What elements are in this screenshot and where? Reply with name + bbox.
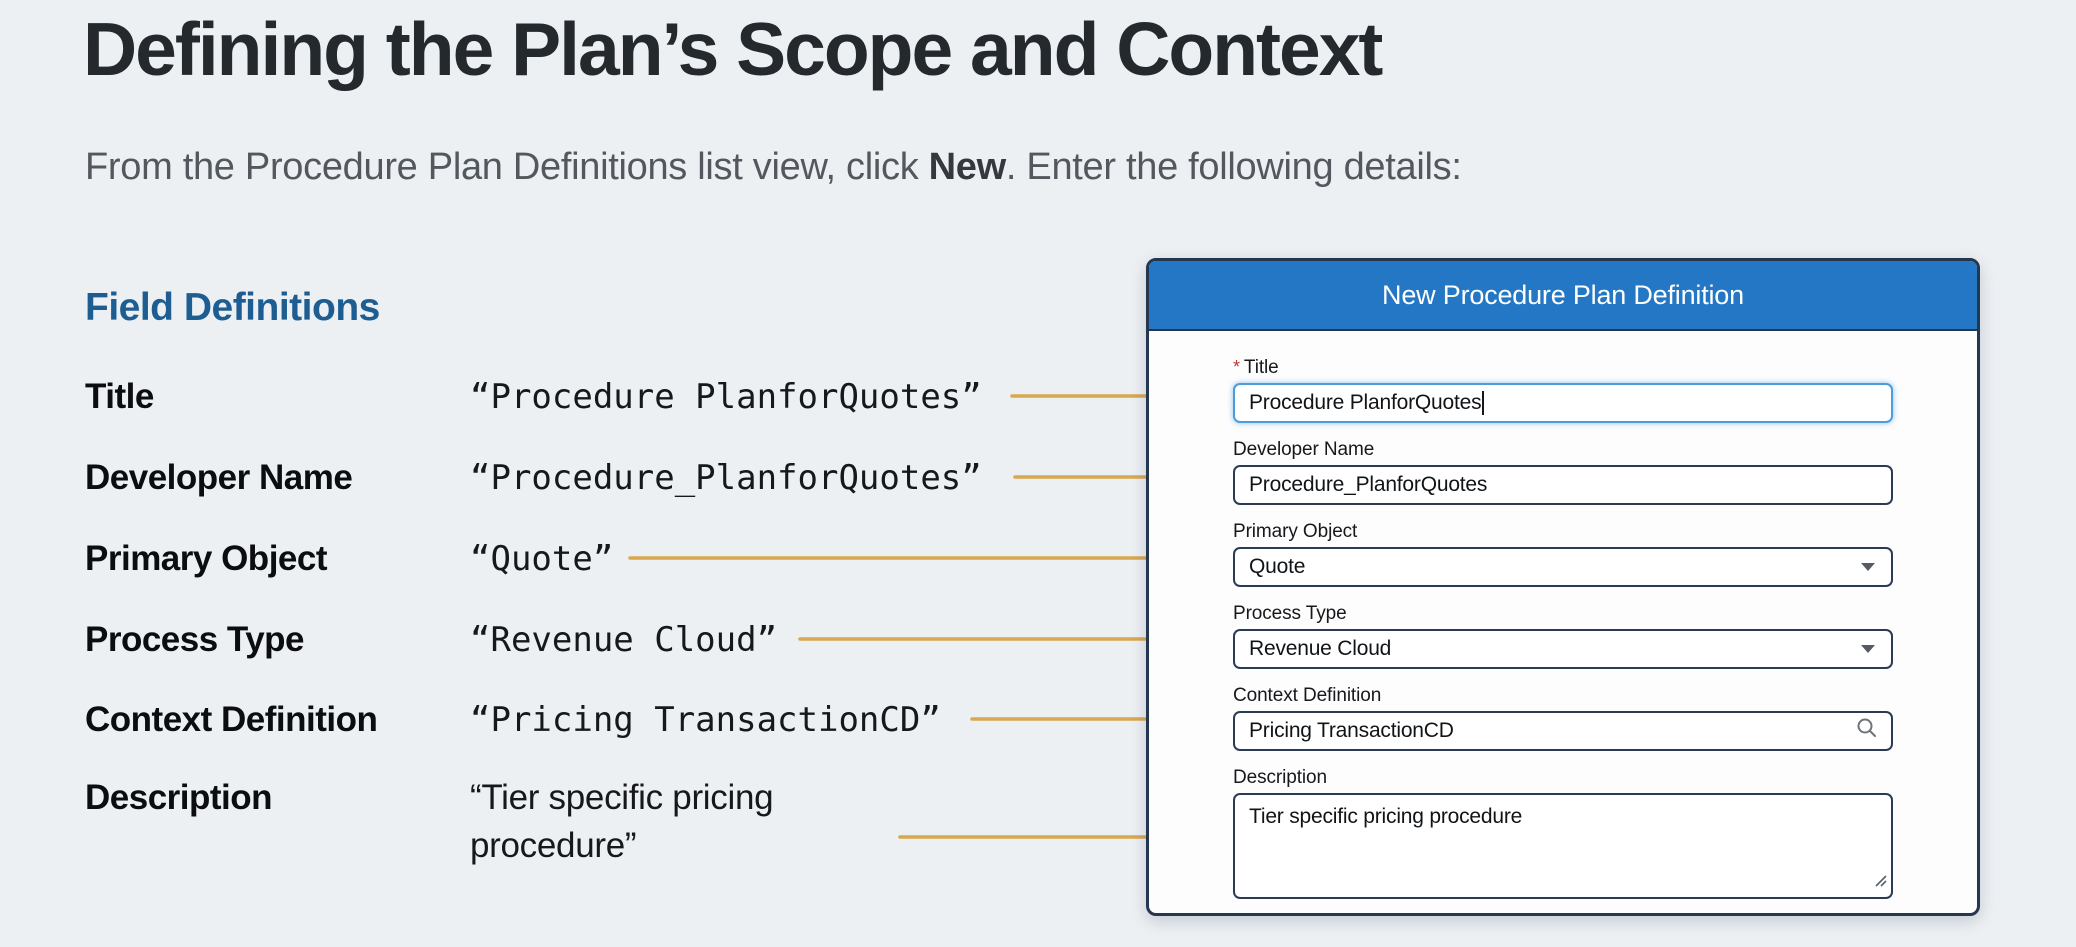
def-value: “Tier specific pricing procedure” (470, 778, 774, 865)
intro-prefix: From the Procedure Plan Definitions list… (85, 146, 929, 188)
title-label: *Title (1233, 357, 1279, 378)
def-value: “Procedure PlanforQuotes” (470, 377, 982, 417)
title-input-value: Procedure PlanforQuotes (1249, 391, 1482, 414)
intro-text: From the Procedure Plan Definitions list… (85, 146, 1462, 189)
description-textarea-value: Tier specific pricing procedure (1249, 805, 1523, 828)
title-input[interactable]: Procedure PlanforQuotes (1233, 383, 1893, 423)
field-definitions-heading: Field Definitions (85, 286, 380, 329)
intro-new-keyword: New (928, 146, 1007, 188)
arrow-primary-object (628, 547, 1225, 569)
def-row-description: Description “Tier specific pricing proce… (85, 774, 920, 870)
def-row-context-definition: Context Definition “Pricing TransactionC… (85, 696, 941, 744)
primary-object-select[interactable]: Quote (1233, 547, 1893, 587)
dialog-header: New Procedure Plan Definition (1149, 261, 1977, 331)
def-row-primary-object: Primary Object “Quote” (85, 535, 613, 583)
context-definition-label: Context Definition (1233, 685, 1382, 706)
textarea-resize-icon (1872, 870, 1888, 894)
dialog-title: New Procedure Plan Definition (1382, 279, 1744, 310)
form-group-title: *Title Procedure PlanforQuotes (1233, 357, 1893, 423)
description-textarea[interactable]: Tier specific pricing procedure (1233, 793, 1893, 899)
required-asterisk: * (1233, 357, 1240, 377)
developer-name-input-value: Procedure_PlanforQuotes (1249, 473, 1488, 496)
page-title: Defining the Plan’s Scope and Context (83, 7, 1383, 91)
def-label: Description (85, 778, 273, 817)
context-definition-lookup-input[interactable]: Pricing TransactionCD (1233, 711, 1893, 751)
def-label: Title (85, 377, 154, 416)
def-value: “Pricing TransactionCD” (470, 700, 941, 740)
form-group-developer-name: Developer Name Procedure_PlanforQuotes (1233, 439, 1893, 505)
text-cursor (1482, 391, 1485, 415)
def-label: Developer Name (85, 458, 353, 497)
primary-object-select-value: Quote (1249, 555, 1306, 578)
def-label: Process Type (85, 620, 305, 659)
process-type-label: Process Type (1233, 603, 1347, 624)
def-label: Context Definition (85, 700, 378, 739)
form-group-description: Description Tier specific pricing proced… (1233, 767, 1893, 899)
primary-object-label: Primary Object (1233, 521, 1358, 542)
chevron-down-icon (1861, 563, 1875, 571)
chevron-down-icon (1861, 645, 1875, 653)
form-group-context-definition: Context Definition Pricing TransactionCD (1233, 685, 1893, 751)
new-procedure-plan-definition-dialog: New Procedure Plan Definition *Title Pro… (1146, 258, 1980, 916)
description-label: Description (1233, 767, 1327, 788)
form-group-primary-object: Primary Object Quote (1233, 521, 1893, 587)
search-icon (1856, 717, 1878, 745)
def-value: “Quote” (470, 539, 614, 579)
context-definition-input-value: Pricing TransactionCD (1249, 719, 1454, 742)
process-type-select[interactable]: Revenue Cloud (1233, 629, 1893, 669)
intro-suffix: . Enter the following details: (1005, 146, 1462, 188)
def-value: “Procedure_PlanforQuotes” (470, 458, 982, 498)
def-row-title: Title “Procedure PlanforQuotes” (85, 373, 982, 421)
form-group-process-type: Process Type Revenue Cloud (1233, 603, 1893, 669)
def-value: “Revenue Cloud” (470, 620, 778, 660)
developer-name-label: Developer Name (1233, 439, 1375, 460)
def-label: Primary Object (85, 539, 328, 578)
def-row-developer-name: Developer Name “Procedure_PlanforQuotes” (85, 454, 982, 502)
developer-name-input[interactable]: Procedure_PlanforQuotes (1233, 465, 1893, 505)
dialog-body: *Title Procedure PlanforQuotes Developer… (1149, 331, 1977, 899)
process-type-select-value: Revenue Cloud (1249, 637, 1392, 660)
def-row-process-type: Process Type “Revenue Cloud” (85, 616, 777, 664)
